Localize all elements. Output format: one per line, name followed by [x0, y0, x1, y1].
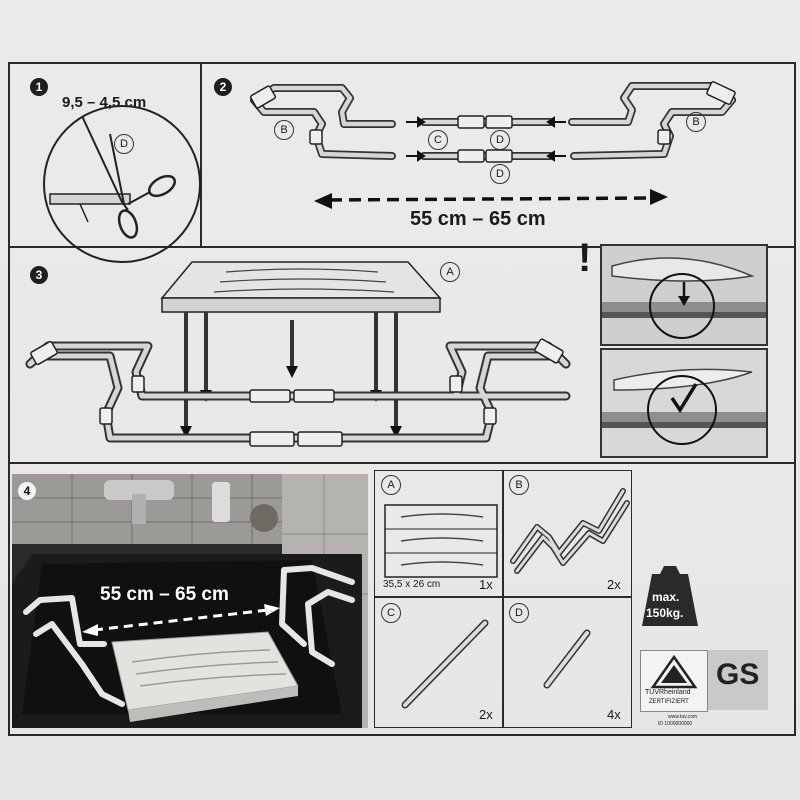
- part-label-b: B: [509, 475, 529, 495]
- part-cell-a: A 35,5 x 26 cm 1x: [374, 470, 504, 598]
- part-c-qty: 2x: [479, 707, 493, 722]
- scissors-cut-illustration: [43, 105, 201, 263]
- arm-tubes-diagram: [249, 81, 736, 209]
- weight-label-line2: 150kg.: [646, 606, 684, 620]
- panel-1-divider: [200, 62, 202, 246]
- part-a-qty: 1x: [479, 577, 493, 592]
- row-bottom-frame: [8, 462, 796, 736]
- part-b-qty: 2x: [607, 577, 621, 592]
- part-a-size: 35,5 x 26 cm: [383, 579, 441, 590]
- tuv-certificate: TÜVRheinland ZERTIFIZIERT: [640, 650, 708, 712]
- tuv-triangle-icon: [650, 654, 698, 689]
- side-arm-icon: [510, 488, 630, 574]
- panel-mount: 3: [10, 248, 590, 460]
- seat-board-icon: [384, 504, 498, 578]
- row-mid-frame: [8, 246, 796, 464]
- part-label-d-lower: D: [490, 164, 510, 184]
- gs-certificate: GS: [708, 650, 768, 710]
- panel-extend: 2: [202, 64, 790, 246]
- part-label-a: A: [381, 475, 401, 495]
- part-cell-d: D 4x: [502, 596, 632, 728]
- cert-fine-print-1: www.tuv.com: [668, 714, 698, 720]
- photo-width-range: 55 cm – 65 cm: [100, 584, 229, 605]
- part-label-c: C: [428, 130, 448, 150]
- part-label-d-cut: D: [114, 134, 134, 154]
- warning-mark: !: [578, 236, 592, 280]
- tuv-text-2: ZERTIFIZIERT: [649, 699, 689, 705]
- part-label-a-seat: A: [440, 262, 460, 282]
- step-1-badge: 1: [30, 78, 48, 96]
- cert-fine-print-2: ID 1000000000: [658, 721, 693, 727]
- part-label-b-left: B: [274, 120, 294, 140]
- part-label-b-right: B: [686, 112, 706, 132]
- part-d-qty: 4x: [607, 707, 621, 722]
- tuv-text-1: TÜVRheinland: [645, 689, 691, 696]
- step-4-badge: 4: [18, 482, 36, 500]
- width-range-label: 55 cm – 65 cm: [410, 208, 546, 230]
- row-top-frame: [8, 62, 796, 248]
- warning-detail-right: [600, 348, 768, 458]
- short-sleeve-icon: [543, 629, 591, 689]
- step-3-badge: 3: [30, 266, 48, 284]
- part-cell-c: C 2x: [374, 596, 504, 728]
- warning-detail-wrong: [600, 244, 768, 346]
- step-2-badge: 2: [214, 78, 232, 96]
- panel-cut: 1 9,5 – 4,5 cm D: [10, 64, 201, 263]
- connector-tube-icon: [401, 619, 489, 709]
- part-cell-b: B 2x: [502, 470, 632, 598]
- weight-label-line1: max.: [652, 590, 680, 604]
- part-label-d-upper: D: [490, 130, 510, 150]
- part-label-d-grid: D: [509, 603, 529, 623]
- gs-mark: GS: [716, 658, 760, 691]
- part-label-c-grid: C: [381, 603, 401, 623]
- weight-icon: [642, 566, 698, 626]
- seat-mount-diagram: [25, 261, 571, 447]
- installed-seat-photo: 4 55 cm – 65 cm: [12, 474, 368, 728]
